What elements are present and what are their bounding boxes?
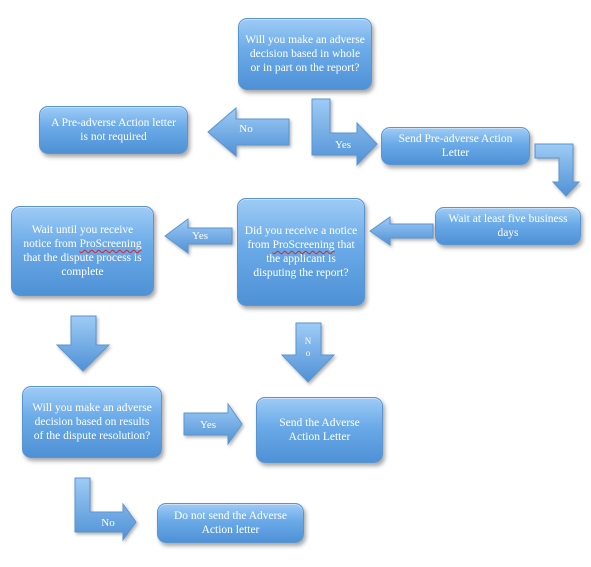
not-required-text: A Pre-adverse Action letter is not requi…: [51, 117, 176, 143]
q3-text: Will you make an adverse decision based …: [32, 402, 152, 442]
wait-five-days-box: Wait at least five business days: [435, 207, 581, 245]
arrow-wait-to-q2: [369, 216, 434, 246]
do-not-send-box: Do not send the Adverse Action letter: [157, 503, 304, 543]
q2-text-pre: Did you receive a notice from: [244, 225, 358, 251]
wait-dispute-complete-box: Wait until you receive notice from ProSc…: [11, 206, 154, 296]
send-adverse-text: Send the Adverse Action Letter: [279, 417, 360, 443]
label-q3-no: No: [101, 517, 115, 529]
wait-dispute-text: Wait until you receive notice from ProSc…: [18, 223, 147, 279]
label-q2-yes: Yes: [191, 230, 208, 242]
arrow-pre-to-wait: [534, 143, 581, 197]
wait-dispute-pre: Wait until you receive notice from: [23, 224, 134, 250]
arrow-q3-yes: [183, 402, 243, 446]
arrow-q1-yes: [311, 98, 378, 167]
q2-dispute-notice-box: Did you receive a notice from ProScreeni…: [237, 198, 365, 306]
send-pre-adverse-box: Send Pre-adverse Action Letter: [381, 127, 530, 165]
label-q1-yes: Yes: [334, 139, 351, 151]
pre-adverse-not-required-box: A Pre-adverse Action letter is not requi…: [39, 106, 188, 154]
q2-text-post: that the applicant is disputing the repo…: [253, 239, 355, 279]
send-pre-adverse-text: Send Pre-adverse Action Letter: [398, 133, 513, 159]
q1-adverse-decision-box: Will you make an adverse decision based …: [238, 18, 372, 90]
arrow-q1-no: [207, 106, 290, 158]
arrow-q3-no: [74, 477, 137, 542]
wait-five-text: Wait at least five business days: [448, 213, 568, 239]
wait-dispute-company-name: ProScreening: [79, 238, 142, 250]
label-q2-no-1: N: [304, 336, 312, 346]
send-adverse-box: Send the Adverse Action Letter: [256, 397, 383, 463]
arrow-dispute-down: [55, 315, 111, 372]
label-q1-no: No: [239, 123, 253, 135]
q2-company-name: ProScreening: [272, 239, 335, 251]
label-q3-yes: Yes: [199, 419, 216, 431]
arrow-q2-no: [280, 322, 336, 383]
label-q2-no-2: o: [305, 348, 311, 358]
q1-text: Will you make an adverse decision based …: [245, 34, 365, 74]
q2-text: Did you receive a notice from ProScreeni…: [244, 224, 358, 280]
arrow-q2-yes: [164, 218, 233, 254]
q3-dispute-resolution-box: Will you make an adverse decision based …: [22, 386, 162, 458]
do-not-send-text: Do not send the Adverse Action letter: [173, 510, 288, 536]
wait-dispute-post: that the dispute process is complete: [23, 252, 142, 278]
